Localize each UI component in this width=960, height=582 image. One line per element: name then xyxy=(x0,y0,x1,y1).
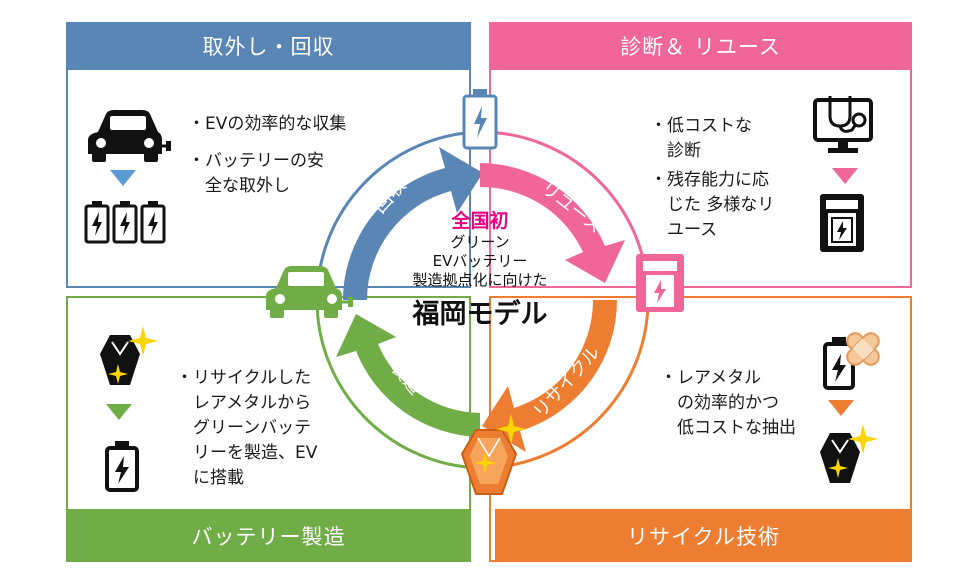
rare-metal-gem-icon xyxy=(820,433,860,483)
battery-icon xyxy=(823,337,855,390)
down-arrow-icon xyxy=(832,168,858,184)
center-line-1: グリーン xyxy=(450,233,510,251)
diagnosis-bullet: 診断 xyxy=(650,141,701,161)
manufacture-bullet: リーを製造、EV xyxy=(176,443,318,463)
diagnosis-bullet: ・残存能力に応 xyxy=(650,170,769,190)
arrow-collect xyxy=(343,147,483,300)
diagnosis-description: ・低コストな 診断 ・残存能力に応 じた 多様なリ ユース xyxy=(650,114,774,243)
charging-station-icon xyxy=(820,194,864,252)
removal-description: ・EVの効率的な収集 ・バッテリーの安 全な取外し xyxy=(188,112,346,199)
center-model-title: 福岡モデル xyxy=(412,299,548,330)
diagnosis-bullet: ユース xyxy=(650,220,718,240)
arrow-recycle xyxy=(482,300,617,452)
rare-metal-gem-icon xyxy=(100,335,140,385)
ring-green-segment xyxy=(315,299,481,470)
down-arrow-icon xyxy=(110,170,136,186)
sparkle-icon xyxy=(128,326,158,356)
arrow-manufacture xyxy=(336,314,480,437)
panel-diagnosis-title: 診断＆ リユース xyxy=(489,22,912,70)
center-line-2: EVバッテリー xyxy=(432,252,528,270)
down-arrow-icon xyxy=(106,404,132,420)
center-line-3: 製造拠点化に向けた xyxy=(412,271,548,289)
car-icon xyxy=(88,110,171,162)
battery-icon xyxy=(84,201,166,244)
recycle-bullet: ・レアメタル xyxy=(660,368,762,388)
removal-bullet: ・バッテリーの安 xyxy=(188,151,324,171)
center-title-block: 全国初 グリーン EVバッテリー 製造拠点化に向けた 福岡モデル xyxy=(380,206,580,331)
manufacture-bullet: に搭載 xyxy=(176,468,244,488)
bandage-icon xyxy=(846,332,880,366)
car-icon xyxy=(266,266,353,318)
center-highlight: 全国初 xyxy=(451,210,509,232)
sparkle-icon xyxy=(828,458,848,478)
diagnosis-bullet: ・低コストな xyxy=(650,116,752,136)
diagnosis-monitor-icon xyxy=(813,96,873,153)
arrow-reuse xyxy=(480,163,625,283)
battery-icon xyxy=(462,89,498,150)
sparkle-icon xyxy=(474,452,496,474)
panel-recycle-title: リサイクル技術 xyxy=(495,509,912,562)
battery-icon xyxy=(105,441,139,492)
ring-orange-segment xyxy=(479,299,650,470)
manufacture-bullet: ・リサイクルした xyxy=(176,368,312,388)
diagnosis-bullet: じた 多様なリ xyxy=(650,195,775,215)
removal-bullet: 全な取外し xyxy=(188,176,290,196)
arrow-recycle-label: リサイクル xyxy=(529,342,604,422)
charging-station-icon xyxy=(636,254,684,312)
removal-bullet: ・EVの効率的な収集 xyxy=(188,114,347,134)
down-arrow-icon xyxy=(828,400,854,416)
panel-removal-title: 取外し・回収 xyxy=(66,22,471,70)
manufacture-bullet: グリーンバッテ xyxy=(176,418,312,438)
sparkle-icon xyxy=(496,414,526,444)
recycle-description: ・レアメタル の効率的かつ 低コストな抽出 xyxy=(660,366,796,441)
sparkle-icon xyxy=(108,364,128,384)
manufacture-description: ・リサイクルした レアメタルから グリーンバッテ リーを製造、EV に搭載 xyxy=(176,366,317,491)
sparkle-icon xyxy=(848,424,878,454)
recycle-bullet: 低コストな抽出 xyxy=(660,418,796,438)
ring-blue-segment xyxy=(315,130,481,301)
manufacture-bullet: レアメタルから xyxy=(176,393,312,413)
recycle-bullet: の効率的かつ xyxy=(660,393,779,413)
panel-manufacture-title: バッテリー製造 xyxy=(66,509,471,562)
